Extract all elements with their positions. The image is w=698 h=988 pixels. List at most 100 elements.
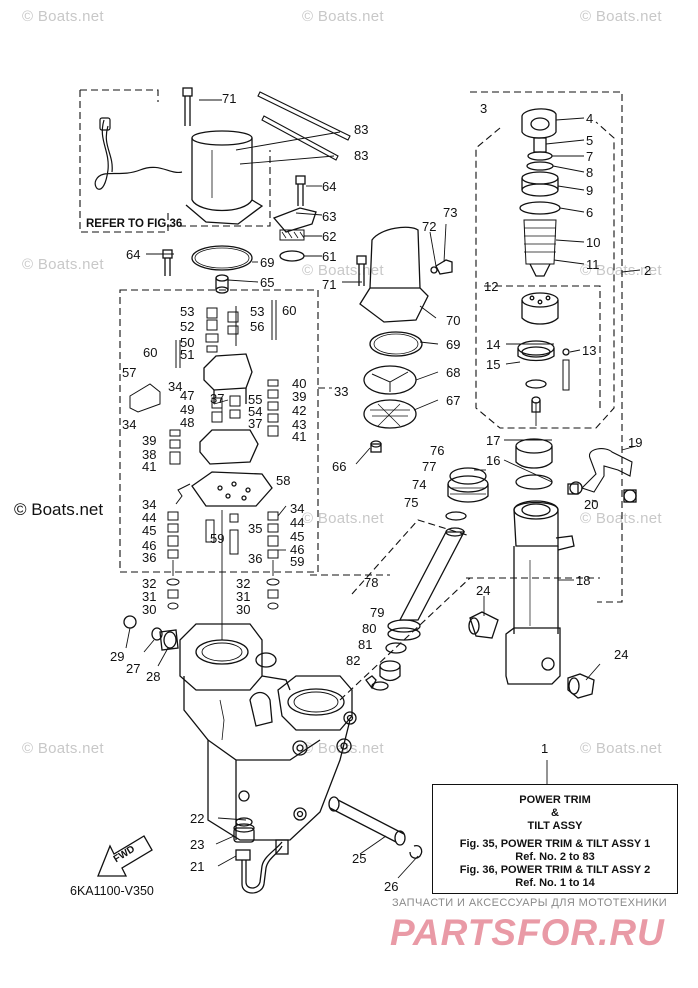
callout-number: 70 — [446, 313, 461, 328]
callout-number: 8 — [586, 165, 594, 180]
callout-number: 44 — [290, 515, 305, 530]
trim-piston-assy — [365, 467, 489, 691]
callout-number: 76 — [430, 443, 445, 458]
pump-body — [175, 353, 273, 507]
callout-number: 46 — [142, 538, 157, 553]
callout-number: 39 — [292, 389, 307, 404]
hydraulic-pipe — [567, 448, 637, 503]
callout-number: 45 — [142, 523, 157, 538]
callout-number: 49 — [180, 402, 195, 417]
callout-number: 56 — [250, 319, 265, 334]
callout-number: 74 — [412, 477, 427, 492]
callout-number: 59 — [290, 554, 305, 569]
callout-number: 71 — [222, 91, 237, 106]
callout-number: 75 — [404, 495, 419, 510]
callout-number: 31 — [142, 589, 157, 604]
valve-stacks — [129, 300, 280, 610]
callout-number: 42 — [292, 403, 307, 418]
callout-number: 16 — [486, 453, 501, 468]
watermark-text: © Boats.net — [580, 740, 662, 757]
callout-number: 58 — [276, 473, 291, 488]
watermark-text: © Boats.net — [302, 8, 384, 25]
callout-number: 7 — [586, 149, 594, 164]
fittings-lower — [233, 817, 289, 894]
callout-number: 64 — [322, 179, 337, 194]
callout-number: 15 — [486, 357, 501, 372]
callout-number: 40 — [292, 376, 307, 391]
callout-number: 23 — [190, 837, 205, 852]
ref-title: POWER TRIM — [519, 794, 591, 806]
callout-number: 80 — [362, 621, 377, 636]
callout-number: 59 — [210, 531, 225, 546]
callout-number: 72 — [422, 219, 437, 234]
ref-line-1: Fig. 35, POWER TRIM & TILT ASSY 1 — [459, 838, 651, 850]
callout-number: 43 — [292, 417, 307, 432]
callout-number: 41 — [292, 429, 307, 444]
callout-number: 26 — [384, 879, 399, 894]
tilt-cylinder-assy — [505, 108, 575, 685]
swivel-bracket — [179, 623, 357, 841]
watermark-text: © Boats.net — [580, 510, 662, 527]
wire-harness — [94, 117, 183, 190]
callout-number: 63 — [322, 209, 337, 224]
callout-number: 32 — [142, 576, 157, 591]
callout-number: 55 — [248, 392, 263, 407]
callout-number: 47 — [180, 388, 195, 403]
tilt-pin — [328, 796, 423, 859]
callout-number: 65 — [260, 275, 275, 290]
callout-number: 13 — [582, 343, 597, 358]
callout-number: 61 — [322, 249, 337, 264]
watermark-text: © Boats.net — [580, 8, 662, 25]
watermark-text: © Boats.net — [22, 740, 104, 757]
callout-number: 17 — [486, 433, 501, 448]
ref-subtitle: TILT ASSY — [527, 820, 583, 832]
callout-number: 69 — [260, 255, 275, 270]
callout-number: 34 — [142, 497, 157, 512]
callout-number: 37 — [248, 416, 263, 431]
callout-number: 82 — [346, 653, 361, 668]
callout-number: 33 — [334, 384, 349, 399]
callout-number: 51 — [180, 347, 195, 362]
callout-number: 31 — [236, 589, 251, 604]
shop-logo[interactable]: PARTSFOR.RU — [390, 912, 665, 953]
callout-number: 32 — [236, 576, 251, 591]
callout-number: 3 — [480, 101, 488, 116]
callout-number: 6 — [586, 205, 594, 220]
callout-number: 34 — [122, 417, 137, 432]
ref-line-4: Ref. No. 1 to 14 — [515, 877, 595, 889]
callout-number: 12 — [484, 279, 499, 294]
callout-number: 10 — [586, 235, 601, 250]
coupling — [215, 274, 229, 294]
watermark-text: © Boats.net — [22, 256, 104, 273]
callout-number: 83 — [354, 148, 369, 163]
ref-amp: & — [551, 807, 559, 819]
watermark-text: © Boats.net — [22, 8, 104, 25]
shop-tagline: ЗАПЧАСТИ И АКСЕССУАРЫ ДЛЯ МОТОТЕХНИКИ — [392, 897, 668, 909]
callout-number: 4 — [586, 111, 594, 126]
reservoir — [359, 226, 453, 453]
callout-number: 83 — [354, 122, 369, 137]
leader-lines — [146, 99, 537, 640]
callout-number: 79 — [370, 605, 385, 620]
callout-number: 62 — [322, 229, 337, 244]
ref-line-2: Ref. No. 2 to 83 — [515, 851, 595, 863]
callout-number: 18 — [576, 573, 591, 588]
callout-number: 30 — [142, 602, 157, 617]
callout-number: 24 — [614, 647, 629, 662]
callout-number: 46 — [290, 542, 305, 557]
callout-number: 28 — [146, 669, 161, 684]
callout-number: 5 — [586, 133, 594, 148]
trim-motor — [185, 130, 264, 225]
callout-number: 22 — [190, 811, 205, 826]
callout-number: 52 — [180, 319, 195, 334]
callout-number: 81 — [358, 637, 373, 652]
callout-number: 67 — [446, 393, 461, 408]
callout-number: 27 — [126, 661, 141, 676]
callout-number: 9 — [586, 183, 594, 198]
callout-number: 14 — [486, 337, 501, 352]
callout-number: 48 — [180, 415, 195, 430]
callout-number: 60 — [282, 303, 297, 318]
callout-number: 78 — [364, 575, 379, 590]
